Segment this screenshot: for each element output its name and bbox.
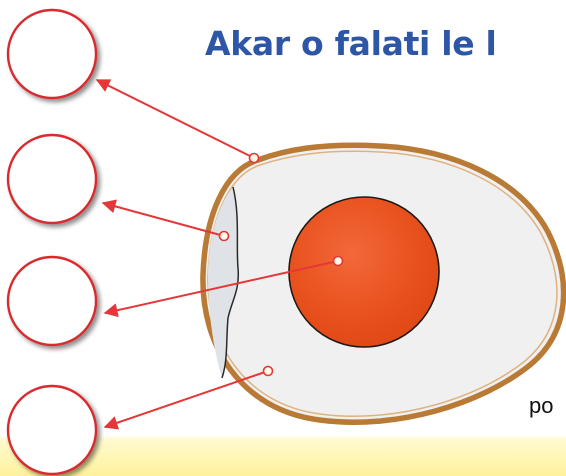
- label-circle-3[interactable]: [8, 257, 96, 345]
- label-circle-1[interactable]: [8, 10, 96, 98]
- page-title: Akar o falati le l: [205, 24, 497, 63]
- cut-off-text: po: [529, 393, 553, 419]
- label-circle-2[interactable]: [8, 135, 96, 223]
- anchor-dot-shell: [250, 154, 259, 163]
- leader-line-air-cell: [103, 203, 224, 236]
- anchor-dot-albumen: [264, 367, 273, 376]
- leader-line-albumen: [105, 371, 268, 427]
- label-circle-4[interactable]: [8, 386, 96, 474]
- anchor-dot-yolk: [334, 257, 343, 266]
- egg-yolk: [289, 197, 439, 347]
- leader-line-shell: [97, 80, 254, 158]
- anchor-dot-air-cell: [220, 232, 229, 241]
